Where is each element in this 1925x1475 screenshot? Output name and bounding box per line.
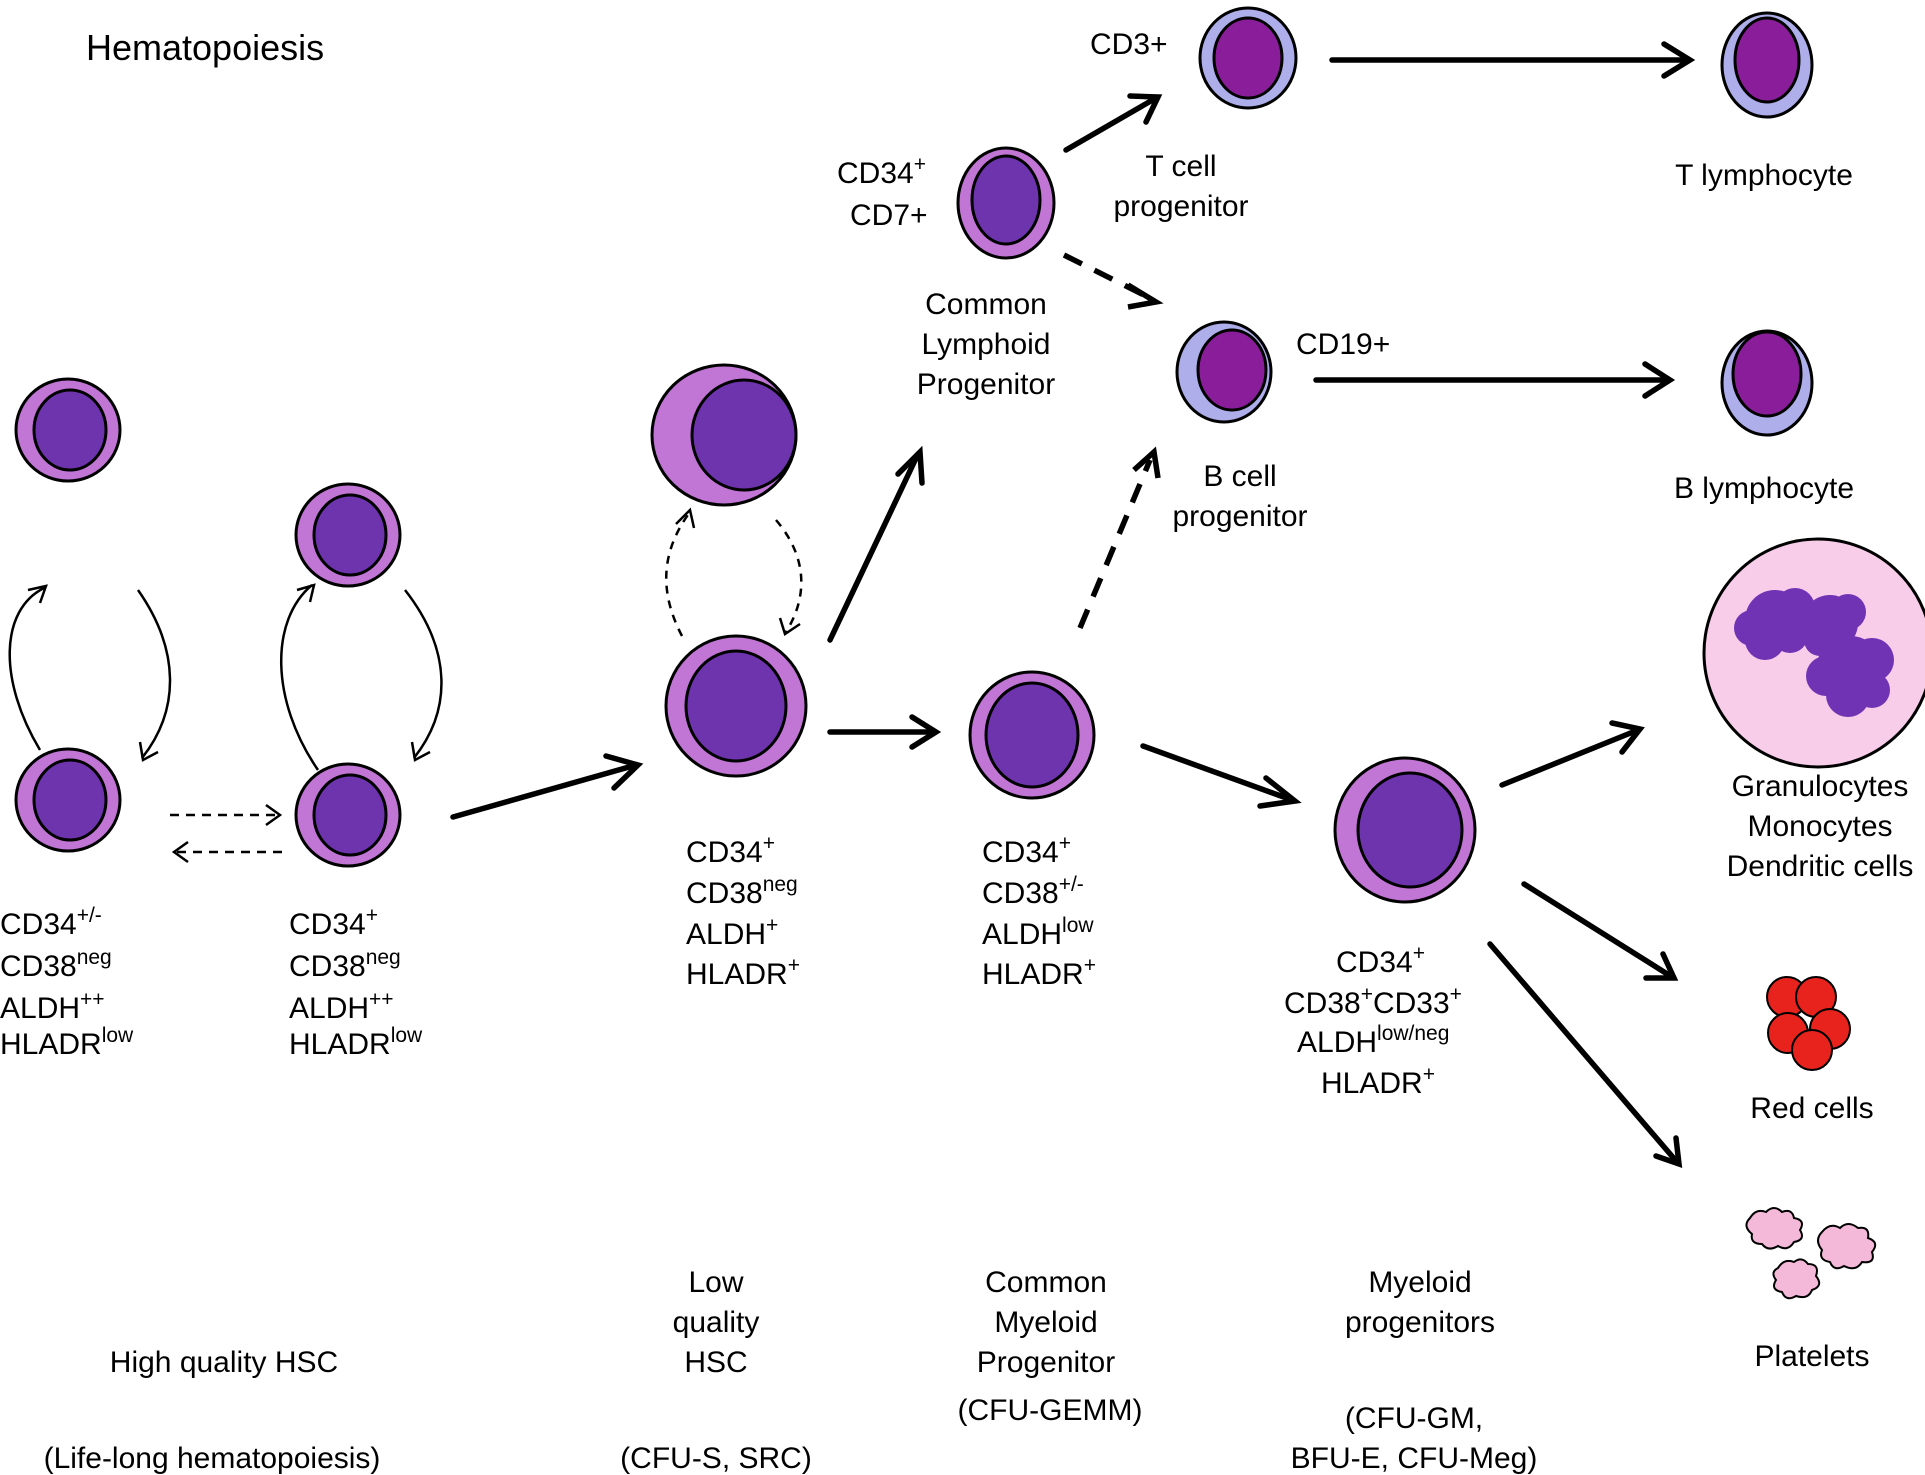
svg-text:ALDH+: ALDH+ <box>686 914 778 951</box>
svg-text:Progenitor: Progenitor <box>917 368 1055 401</box>
hsc-exchange-arrows <box>170 813 282 854</box>
granulocyte-cell <box>1702 537 1925 769</box>
myeloid-progenitor-markers: CD34+ CD38+CD33+ ALDHlow/neg HLADR+ <box>1284 942 1462 1100</box>
dashed-lineage-arrows <box>1062 252 1153 630</box>
b-cell-progenitor-label: B cell progenitor <box>1172 460 1307 533</box>
svg-text:CD38neg: CD38neg <box>686 873 798 910</box>
b-lymphocyte-cell <box>1720 329 1814 437</box>
svg-text:CD7+: CD7+ <box>850 199 928 232</box>
diagram-title: Hematopoiesis <box>86 27 324 68</box>
t-cell-progenitor-cell <box>1198 6 1298 110</box>
curved-arrow-left-down <box>136 589 172 759</box>
high-quality-hsc-subcaption: (Life-long hematopoiesis) <box>44 1442 381 1475</box>
svg-text:CD34+: CD34+ <box>289 904 378 941</box>
low-quality-hsc-cell-top <box>650 363 798 507</box>
svg-text:HLADR+: HLADR+ <box>982 954 1096 991</box>
svg-text:progenitors: progenitors <box>1345 1306 1495 1339</box>
svg-text:Low: Low <box>688 1266 743 1299</box>
svg-text:CD38+/-: CD38+/- <box>982 873 1084 910</box>
low-quality-hsc-caption: Low quality HSC <box>673 1266 760 1379</box>
hsc-cell-bottom-right <box>294 762 402 868</box>
granulocytes-label: Granulocytes Monocytes Dendritic cells <box>1727 770 1914 883</box>
t-lymphocyte-label: T lymphocyte <box>1675 159 1853 192</box>
svg-text:ALDHlow/neg: ALDHlow/neg <box>1297 1022 1449 1059</box>
b-cell-progenitor-cell <box>1175 320 1273 424</box>
common-lymphoid-progenitor-cell <box>956 146 1056 260</box>
hsc-b-markers: CD34+ CD38neg ALDH++ HLADRlow <box>289 904 423 1061</box>
differentiation-arrows <box>450 41 1696 1169</box>
svg-text:HLADR+: HLADR+ <box>1321 1063 1435 1100</box>
svg-text:CD38neg: CD38neg <box>0 946 112 983</box>
curved-arrow-right-down <box>404 589 443 759</box>
low-quality-hsc-cell <box>664 634 808 778</box>
hsc-cell-top-left <box>14 377 122 483</box>
svg-text:CD38+CD33+: CD38+CD33+ <box>1284 983 1462 1020</box>
svg-text:progenitor: progenitor <box>1113 190 1248 223</box>
svg-text:Myeloid: Myeloid <box>1368 1266 1471 1299</box>
low-quality-hsc-markers: CD34+ CD38neg ALDH+ HLADR+ <box>686 832 800 991</box>
hsc-cell-bottom-left <box>14 747 122 853</box>
common-myeloid-progenitor-subcaption: (CFU-GEMM) <box>958 1394 1143 1427</box>
curved-arrow-right-up <box>280 584 320 771</box>
low-quality-hsc-subcaption: (CFU-S, SRC) <box>620 1442 812 1475</box>
t-cell-progenitor-label: T cell progenitor <box>1113 150 1248 223</box>
svg-text:B cell: B cell <box>1203 460 1276 493</box>
common-lymphoid-progenitor-label: Common Lymphoid Progenitor <box>917 288 1055 401</box>
svg-text:CD34+/-: CD34+/- <box>0 904 102 941</box>
svg-text:CD34+: CD34+ <box>1336 942 1425 979</box>
platelets-label: Platelets <box>1754 1340 1869 1373</box>
myeloid-progenitors-caption: Myeloid progenitors <box>1345 1266 1495 1339</box>
b-lymphocyte-label: B lymphocyte <box>1674 472 1854 505</box>
svg-text:ALDHlow: ALDHlow <box>982 914 1094 951</box>
svg-text:Common: Common <box>985 1266 1107 1299</box>
myeloid-progenitors-subcaption: (CFU-GM, BFU-E, CFU-Meg) <box>1291 1402 1538 1475</box>
myeloid-progenitor-cell <box>1333 756 1477 904</box>
svg-text:Lymphoid: Lymphoid <box>922 328 1051 361</box>
svg-text:HLADR+: HLADR+ <box>686 954 800 991</box>
svg-text:Dendritic cells: Dendritic cells <box>1727 850 1914 883</box>
svg-text:CD34+: CD34+ <box>837 153 926 190</box>
svg-text:HSC: HSC <box>684 1346 747 1379</box>
b-progenitor-marker: CD19+ <box>1296 328 1390 361</box>
svg-text:CD34+: CD34+ <box>982 832 1071 869</box>
svg-text:CD34+: CD34+ <box>686 832 775 869</box>
common-myeloid-progenitor-cell <box>968 670 1096 800</box>
red-cells-icon <box>1766 976 1851 1071</box>
t-progenitor-marker: CD3+ <box>1090 28 1168 61</box>
svg-text:ALDH++: ALDH++ <box>289 988 394 1025</box>
curved-arrow-left-up <box>8 586 45 751</box>
svg-text:Granulocytes: Granulocytes <box>1732 770 1909 803</box>
svg-text:Common: Common <box>925 288 1047 321</box>
common-myeloid-progenitor-markers: CD34+ CD38+/- ALDHlow HLADR+ <box>982 832 1096 991</box>
svg-text:(CFU-GM,: (CFU-GM, <box>1345 1402 1483 1435</box>
common-lymphoid-progenitor-markers: CD34+ CD7+ <box>837 153 928 232</box>
hsc-cell-top-right <box>294 482 402 588</box>
svg-text:Myeloid: Myeloid <box>994 1306 1097 1339</box>
common-myeloid-progenitor-caption: Common Myeloid Progenitor <box>977 1266 1115 1379</box>
low-quality-hsc-loop <box>665 511 803 637</box>
svg-text:HLADRlow: HLADRlow <box>0 1024 134 1061</box>
svg-text:Progenitor: Progenitor <box>977 1346 1115 1379</box>
svg-text:Monocytes: Monocytes <box>1747 810 1892 843</box>
hsc-a-markers: CD34+/- CD38neg ALDH++ HLADRlow <box>0 904 134 1061</box>
self-renewal-arrows <box>8 583 443 771</box>
svg-text:progenitor: progenitor <box>1172 500 1307 533</box>
red-cells-label: Red cells <box>1750 1092 1873 1125</box>
t-lymphocyte-cell <box>1720 11 1814 119</box>
svg-text:HLADRlow: HLADRlow <box>289 1024 423 1061</box>
svg-text:ALDH++: ALDH++ <box>0 988 105 1025</box>
high-quality-hsc-caption: High quality HSC <box>110 1346 338 1379</box>
platelets-icon <box>1745 1207 1877 1300</box>
svg-text:T cell: T cell <box>1145 150 1216 183</box>
svg-text:quality: quality <box>673 1306 760 1339</box>
svg-text:BFU-E, CFU-Meg): BFU-E, CFU-Meg) <box>1291 1442 1538 1475</box>
svg-text:CD38neg: CD38neg <box>289 946 401 983</box>
